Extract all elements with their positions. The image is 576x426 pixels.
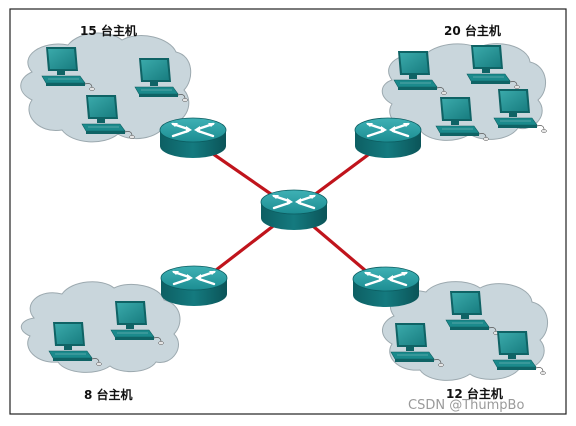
router-core xyxy=(259,188,329,232)
group-label-bottom-right: 12 台主机 xyxy=(446,387,503,401)
group-label-top-left: 15 台主机 xyxy=(80,24,137,38)
watermark-text: CSDN @ThumpBo xyxy=(408,398,525,413)
router-top-right xyxy=(353,116,423,160)
router-bottom-left xyxy=(159,264,229,308)
group-label-top-right: 20 台主机 xyxy=(444,24,501,38)
cloud-bottom-left xyxy=(20,281,181,373)
router-bottom-right xyxy=(351,265,421,309)
router-top-left xyxy=(158,116,228,160)
group-label-bottom-left: 8 台主机 xyxy=(84,388,133,402)
